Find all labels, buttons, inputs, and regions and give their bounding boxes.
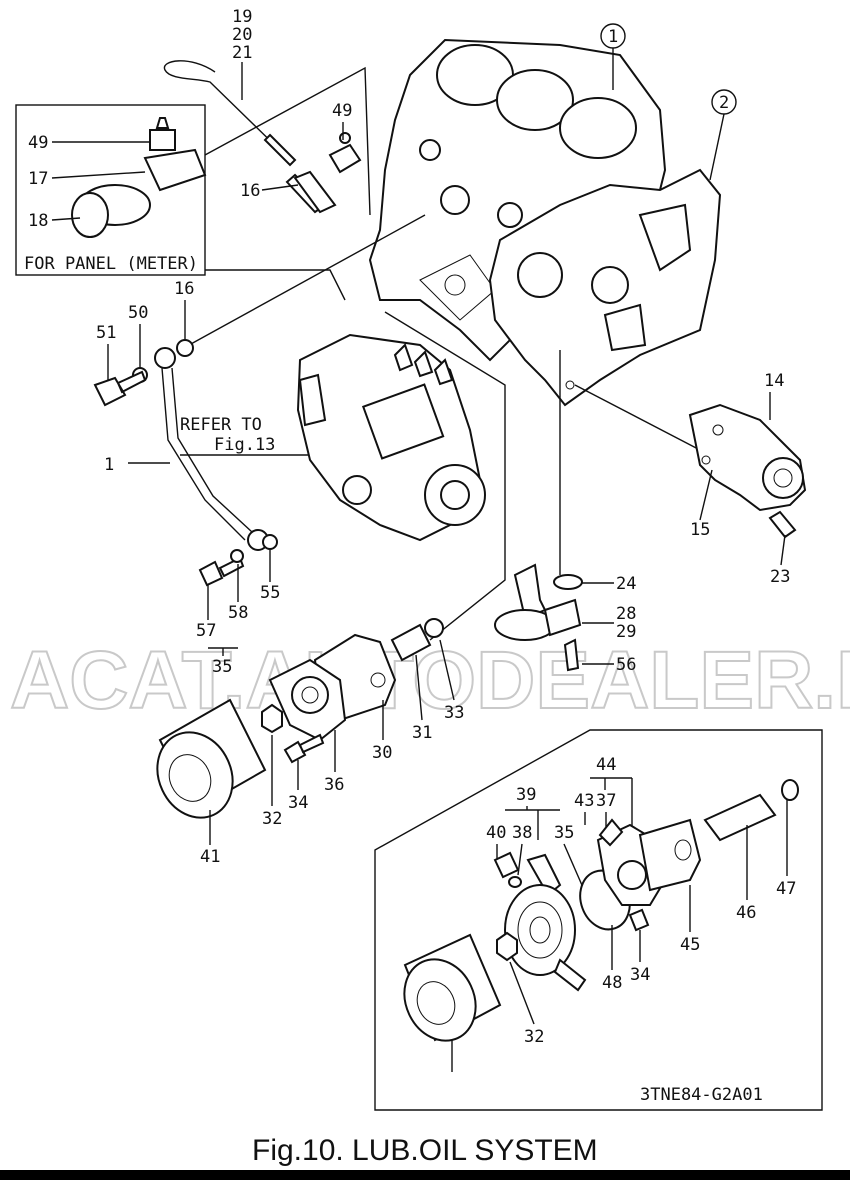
head-bolt-part bbox=[628, 908, 650, 932]
oil-pump-part bbox=[688, 403, 807, 539]
pipe-part bbox=[526, 853, 562, 897]
callout-21: 21 bbox=[232, 43, 252, 63]
callout-19: 19 bbox=[232, 7, 252, 27]
callout-35-inset: 47 bbox=[776, 879, 796, 899]
inset-o-ring-part bbox=[781, 779, 799, 801]
callout-57: 58 bbox=[228, 603, 248, 623]
callout-51: 1 bbox=[104, 455, 114, 475]
callout-18: 18 bbox=[28, 211, 48, 231]
callout-20: 20 bbox=[232, 25, 252, 45]
callout-34-inset: 32 bbox=[524, 1027, 544, 1047]
callout-32: 41 bbox=[200, 847, 220, 867]
callout-29: 56 bbox=[616, 655, 636, 675]
callout-34: 32 bbox=[262, 809, 282, 829]
callout-28: 29 bbox=[616, 622, 636, 642]
bottom-border bbox=[0, 1170, 850, 1180]
oil-pressure-switch-part bbox=[328, 132, 362, 174]
callout-58: 55 bbox=[260, 583, 280, 603]
callout-14: 15 bbox=[690, 520, 710, 540]
callout-40: 38 bbox=[512, 823, 532, 843]
inset-oil-filter-part bbox=[403, 933, 502, 1042]
refer-to-line2: Fig.13 bbox=[214, 435, 275, 455]
oil-strainer-part bbox=[494, 563, 583, 672]
panel-meter-box: FOR PANEL (METER) bbox=[15, 104, 207, 276]
callout-15: 23 bbox=[770, 567, 790, 587]
callout-16-top: 16 bbox=[174, 279, 194, 299]
drawing-code: 3TNE84-G2A01 bbox=[640, 1085, 763, 1105]
callout-55: 35 bbox=[212, 657, 232, 677]
callout-56: 57 bbox=[196, 621, 216, 641]
gear-housing-plate-part bbox=[488, 168, 722, 407]
dipstick-guide-part bbox=[293, 170, 337, 214]
center-pipe-part bbox=[703, 793, 777, 842]
callout-2-circled: 2 bbox=[709, 89, 737, 181]
fuel-injection-pump-part bbox=[296, 333, 486, 542]
callout-1-circled: 1 bbox=[600, 23, 626, 90]
plug-part bbox=[493, 851, 520, 879]
callout-47: 46 bbox=[736, 903, 756, 923]
callout-48: 34 bbox=[630, 965, 650, 985]
center-bolt-nut-part bbox=[261, 703, 283, 734]
svg-text:1: 1 bbox=[608, 27, 618, 47]
callout-16: 50 bbox=[128, 303, 148, 323]
inset-nut-part bbox=[496, 931, 518, 962]
panel-title: FOR PANEL (METER) bbox=[24, 254, 198, 274]
banjo-bolt-part bbox=[93, 370, 147, 407]
callout-33: 31 bbox=[412, 723, 432, 743]
oil-filter-part bbox=[156, 698, 267, 819]
oil-pipe-part bbox=[154, 347, 269, 551]
callout-43: 37 bbox=[596, 791, 616, 811]
callout-37: 39 bbox=[516, 785, 536, 805]
callout-17: 17 bbox=[28, 169, 48, 189]
cylinder-block-part bbox=[368, 38, 667, 362]
relief-valve-part bbox=[390, 623, 432, 662]
washer-part bbox=[176, 339, 194, 357]
watermark: ACAT.AUTODEALER.RU bbox=[10, 635, 850, 726]
callout-31: 30 bbox=[372, 743, 392, 763]
callout-24: 28 bbox=[616, 604, 636, 624]
callout-22: 16 bbox=[240, 181, 260, 201]
oil-pump-bolt-part bbox=[768, 510, 797, 539]
callout-30: 36 bbox=[324, 775, 344, 795]
callout-35: 33 bbox=[444, 703, 464, 723]
svg-text:2: 2 bbox=[719, 93, 729, 113]
callout-1: 14 bbox=[764, 371, 784, 391]
alternative-filter-inset bbox=[374, 729, 823, 1111]
refer-to-line1: REFER TO bbox=[180, 415, 262, 435]
callout-23: 24 bbox=[616, 574, 636, 594]
callout-50: 51 bbox=[96, 323, 116, 343]
callout-49-panel: 49 bbox=[28, 133, 48, 153]
callout-46: 45 bbox=[680, 935, 700, 955]
callout-38: 35 bbox=[554, 823, 574, 843]
bracket-bolt-part bbox=[283, 733, 325, 764]
inset-gasket-part bbox=[638, 818, 702, 892]
callout-41: 44 bbox=[596, 755, 616, 775]
callout-45: 48 bbox=[602, 973, 622, 993]
callout-39: 40 bbox=[486, 823, 506, 843]
figure-caption: Fig.10. LUB.OIL SYSTEM bbox=[252, 1134, 598, 1167]
callout-49: 49 bbox=[332, 101, 352, 121]
oil-cooler-part bbox=[504, 884, 587, 992]
callout-36: 34 bbox=[288, 793, 308, 813]
callout-44: 43 bbox=[574, 791, 594, 811]
